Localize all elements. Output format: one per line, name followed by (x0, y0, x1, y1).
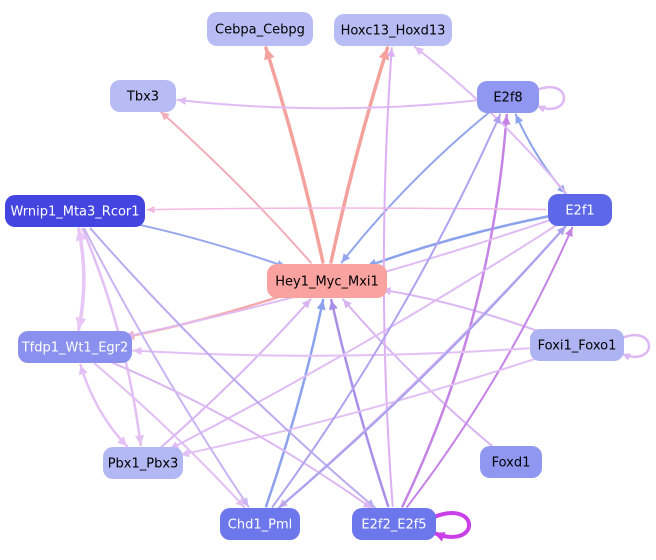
edge-Wrnip1_Mta3_Rcor1-Tfdp1_Wt1_Egr2 (75, 227, 87, 331)
edge-E2f2_E2f5-Hey1_Myc_Mxi1 (328, 298, 390, 508)
edge-E2f2_E2f5-E2f1 (406, 226, 574, 508)
edge-E2f1-Hoxc13_Hoxd13 (413, 45, 568, 195)
edge-Foxd1-Hey1_Myc_Mxi1 (341, 298, 495, 448)
node-Foxi1_Foxo1[interactable]: Foxi1_Foxo1 (530, 329, 624, 361)
edge-Foxi1_Foxo1-Tfdp1_Wt1_Egr2 (131, 346, 530, 357)
edge-E2f1-Pbx1_Pbx3 (168, 222, 560, 451)
edge-E2f2_E2f5-E2f8 (401, 113, 511, 508)
edge-E2f8-Hey1_Myc_Mxi1 (340, 110, 491, 264)
edge-Hey1_Myc_Mxi1-Cebpa_Cebpg (264, 46, 325, 264)
node-Chd1_Pml[interactable]: Chd1_Pml (220, 508, 300, 540)
node-Wrnip1_Mta3_Rcor1[interactable]: Wrnip1_Mta3_Rcor1 (5, 195, 145, 227)
edge-Chd1_Pml-E2f8 (271, 113, 502, 508)
edge-E2f8-E2f8 (535, 86, 566, 113)
edge-Foxi1_Foxo1-Foxi1_Foxo1 (620, 334, 651, 361)
edge-Wrnip1_Mta3_Rcor1-Chd1_Pml (83, 227, 250, 508)
node-Cebpa_Cebpg[interactable]: Cebpa_Cebpg (207, 12, 313, 46)
edge-Hey1_Myc_Mxi1-Tfdp1_Wt1_Egr2 (123, 293, 286, 340)
edge-E2f1-Wrnip1_Mta3_Rcor1 (146, 205, 547, 214)
node-E2f1[interactable]: E2f1 (548, 194, 612, 226)
edge-Wrnip1_Mta3_Rcor1-Hey1_Myc_Mxi1 (128, 221, 287, 268)
edge-Hey1_Myc_Mxi1-Hoxc13_Hoxd13 (329, 46, 390, 264)
edge-Tfdp1_Wt1_Egr2-Pbx1_Pbx3 (78, 363, 129, 448)
edge-Chd1_Pml-Hey1_Myc_Mxi1 (264, 298, 326, 508)
node-Hoxc13_Hoxd13[interactable]: Hoxc13_Hoxd13 (334, 14, 452, 46)
edge-E2f8-Tbx3 (176, 96, 477, 110)
edge-Tfdp1_Wt1_Egr2-Chd1_Pml (94, 362, 246, 509)
edge-Foxi1_Foxo1-Hey1_Myc_Mxi1 (381, 287, 543, 334)
node-Pbx1_Pbx3[interactable]: Pbx1_Pbx3 (103, 447, 183, 479)
edge-Pbx1_Pbx3-Hey1_Myc_Mxi1 (160, 298, 312, 448)
node-Tbx3[interactable]: Tbx3 (110, 80, 176, 112)
edge-Tfdp1_Wt1_Egr2-E2f2_E2f5 (108, 360, 373, 510)
edge-E2f1-Hey1_Myc_Mxi1 (365, 215, 550, 268)
node-Hey1_Myc_Mxi1[interactable]: Hey1_Myc_Mxi1 (267, 264, 387, 298)
edge-Chd1_Pml-E2f1 (277, 225, 567, 509)
edge-Hey1_Myc_Mxi1-Tbx3 (159, 110, 312, 264)
edge-E2f1-E2f8 (514, 113, 567, 195)
node-Tfdp1_Wt1_Egr2[interactable]: Tfdp1_Wt1_Egr2 (18, 331, 132, 363)
node-E2f8[interactable]: E2f8 (477, 81, 539, 113)
node-E2f2_E2f5[interactable]: E2f2_E2f5 (352, 508, 436, 540)
edge-E2f2_E2f5-E2f2_E2f5 (432, 511, 471, 542)
edge-Foxi1_Foxo1-Pbx1_Pbx3 (179, 356, 542, 458)
node-Foxd1[interactable]: Foxd1 (480, 446, 542, 478)
edge-layer (75, 45, 651, 542)
